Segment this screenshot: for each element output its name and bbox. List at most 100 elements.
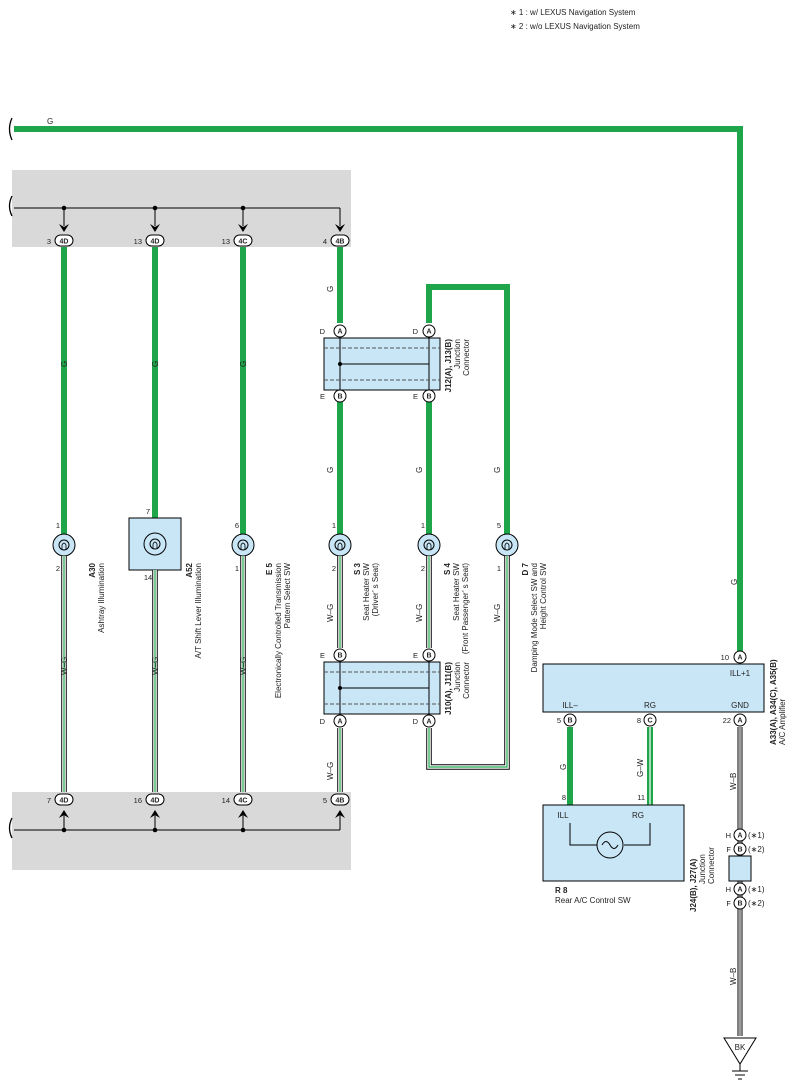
- svg-text:B: B: [426, 394, 431, 401]
- svg-text:13: 13: [222, 237, 230, 246]
- svg-text:E: E: [320, 392, 325, 401]
- svg-text:Rear A/C Control SW: Rear A/C Control SW: [555, 896, 631, 905]
- svg-text:8: 8: [562, 793, 566, 802]
- svg-text:D: D: [413, 327, 419, 336]
- note-with-navigation: ∗ 1 : w/ LEXUS Navigation System: [510, 8, 636, 17]
- svg-text:4C: 4C: [239, 798, 248, 805]
- wire-color-g-amp: G: [730, 579, 739, 585]
- wire-color-d7-upper: G: [493, 467, 502, 473]
- wire-color-ill: G: [559, 764, 568, 770]
- top-connector-4: 4B 4: [323, 234, 350, 247]
- svg-text:5: 5: [557, 716, 561, 725]
- svg-text:1: 1: [56, 521, 60, 530]
- wire-color-a52-lower: W–G: [151, 657, 160, 675]
- svg-text:B: B: [337, 653, 342, 660]
- svg-text:R 8: R 8: [555, 886, 568, 895]
- svg-text:E: E: [413, 651, 418, 660]
- svg-text:Connector: Connector: [707, 847, 716, 884]
- svg-text:Ashtray Illumination: Ashtray Illumination: [97, 563, 106, 633]
- wire-color-j10-out: W–G: [326, 762, 335, 780]
- svg-text:Height Control SW: Height Control SW: [539, 563, 548, 630]
- top-g-wire: G G: [8, 117, 743, 652]
- upper-bus-band: [8, 170, 351, 247]
- wire-color-s4-upper: G: [415, 467, 424, 473]
- svg-text:D: D: [320, 717, 326, 726]
- wire-color-d7-lower: W–G: [493, 604, 502, 622]
- svg-text:H: H: [726, 831, 731, 840]
- svg-text:1: 1: [421, 521, 425, 530]
- svg-text:(∗2): (∗2): [748, 899, 765, 908]
- svg-text:A/T Shift Lever Illumination: A/T Shift Lever Illumination: [194, 563, 203, 658]
- wire-color-s3-lower: W–G: [326, 604, 335, 622]
- top-connector-2: 4D 13: [134, 234, 165, 247]
- svg-text:B: B: [337, 394, 342, 401]
- svg-text:A52: A52: [185, 562, 194, 577]
- svg-text:6: 6: [235, 521, 239, 530]
- bottom-connector-2: 4D 16: [134, 793, 165, 806]
- svg-text:A: A: [337, 719, 342, 726]
- svg-text:Seat Heater SW: Seat Heater SW: [452, 563, 461, 621]
- svg-text:2: 2: [421, 564, 425, 573]
- wire-color-j12-in: G: [326, 286, 335, 292]
- svg-text:Junction: Junction: [698, 854, 707, 884]
- svg-text:F: F: [726, 845, 731, 854]
- svg-text:H: H: [726, 885, 731, 894]
- ac-amplifier: A 10 ILL+1 ILL– RG GND B C A 5 8 22 A33(…: [542, 650, 787, 745]
- svg-text:Junction: Junction: [453, 339, 462, 369]
- svg-text:GND: GND: [731, 701, 749, 710]
- wire-color-s3-upper: G: [326, 467, 335, 473]
- svg-text:Seat Heater SW: Seat Heater SW: [362, 563, 371, 621]
- upper-green-wires: [61, 247, 510, 535]
- svg-text:4C: 4C: [239, 239, 248, 246]
- svg-text:7: 7: [47, 796, 51, 805]
- svg-text:Connector: Connector: [462, 662, 471, 699]
- svg-text:14: 14: [222, 796, 230, 805]
- svg-text:2: 2: [332, 564, 336, 573]
- svg-text:(Driver’ s Seat): (Driver’ s Seat): [371, 563, 380, 617]
- svg-text:ILL: ILL: [557, 811, 569, 820]
- svg-text:3: 3: [47, 237, 51, 246]
- svg-text:A: A: [737, 718, 742, 725]
- svg-text:C: C: [647, 718, 652, 725]
- svg-text:5: 5: [497, 521, 501, 530]
- svg-text:11: 11: [637, 793, 645, 802]
- svg-text:A: A: [737, 833, 742, 840]
- svg-text:4D: 4D: [60, 798, 69, 805]
- amp-to-rear-ac-wires: G G–W: [559, 727, 653, 805]
- svg-text:A: A: [337, 329, 342, 336]
- bottom-connector-4: 4B 5: [323, 793, 350, 806]
- svg-text:Electronically Controlled Tran: Electronically Controlled Transmission: [274, 563, 283, 698]
- svg-text:A/C Amplifier: A/C Amplifier: [778, 698, 787, 745]
- svg-text:2: 2: [56, 564, 60, 573]
- svg-text:(∗1): (∗1): [748, 885, 765, 894]
- wire-color-rg: G–W: [636, 758, 645, 777]
- svg-text:Junction: Junction: [453, 662, 462, 692]
- junction-connector-j24-j27: A B A B H F H F (∗1) (∗2) (∗1) (∗2) J24(…: [689, 828, 765, 912]
- svg-text:E 5: E 5: [265, 562, 274, 575]
- svg-text:D: D: [320, 327, 326, 336]
- svg-text:22: 22: [723, 716, 731, 725]
- e5-pattern-select-sw: 6 1 E 5 Electronically Controlled Transm…: [231, 521, 292, 698]
- bottom-connector-1: 4D 7: [47, 793, 74, 806]
- note-without-navigation: ∗ 2 : w/o LEXUS Navigation System: [510, 22, 640, 31]
- d7-damping-mode-select-sw: 5 1 D 7 Damping Mode Select SW and Heigh…: [495, 521, 548, 672]
- svg-text:1: 1: [332, 521, 336, 530]
- j12-j13-id: J12(A), J13(B): [444, 339, 453, 393]
- svg-text:Pattern Select SW: Pattern Select SW: [283, 563, 292, 629]
- svg-text:S 4: S 4: [443, 562, 452, 575]
- bottom-connector-3: 4C 14: [222, 793, 253, 806]
- svg-text:E: E: [413, 392, 418, 401]
- svg-text:D 7: D 7: [521, 562, 530, 575]
- top-connector-3: 4C 13: [222, 234, 253, 247]
- svg-text:ILL+1: ILL+1: [730, 669, 751, 678]
- wire-color-a30-lower: W–G: [60, 657, 69, 675]
- svg-text:4B: 4B: [336, 798, 345, 805]
- junction-connector-j10-j11: B B A A E E D D J10(A), J11(B) Junction …: [320, 648, 471, 728]
- svg-text:7: 7: [146, 507, 150, 516]
- wire-color-e5-lower: W–G: [239, 657, 248, 675]
- svg-text:16: 16: [134, 796, 142, 805]
- svg-text:D: D: [413, 717, 419, 726]
- svg-text:F: F: [726, 899, 731, 908]
- svg-text:A: A: [737, 655, 742, 662]
- svg-text:A33(A), A34(C), A35(B): A33(A), A34(C), A35(B): [769, 659, 778, 745]
